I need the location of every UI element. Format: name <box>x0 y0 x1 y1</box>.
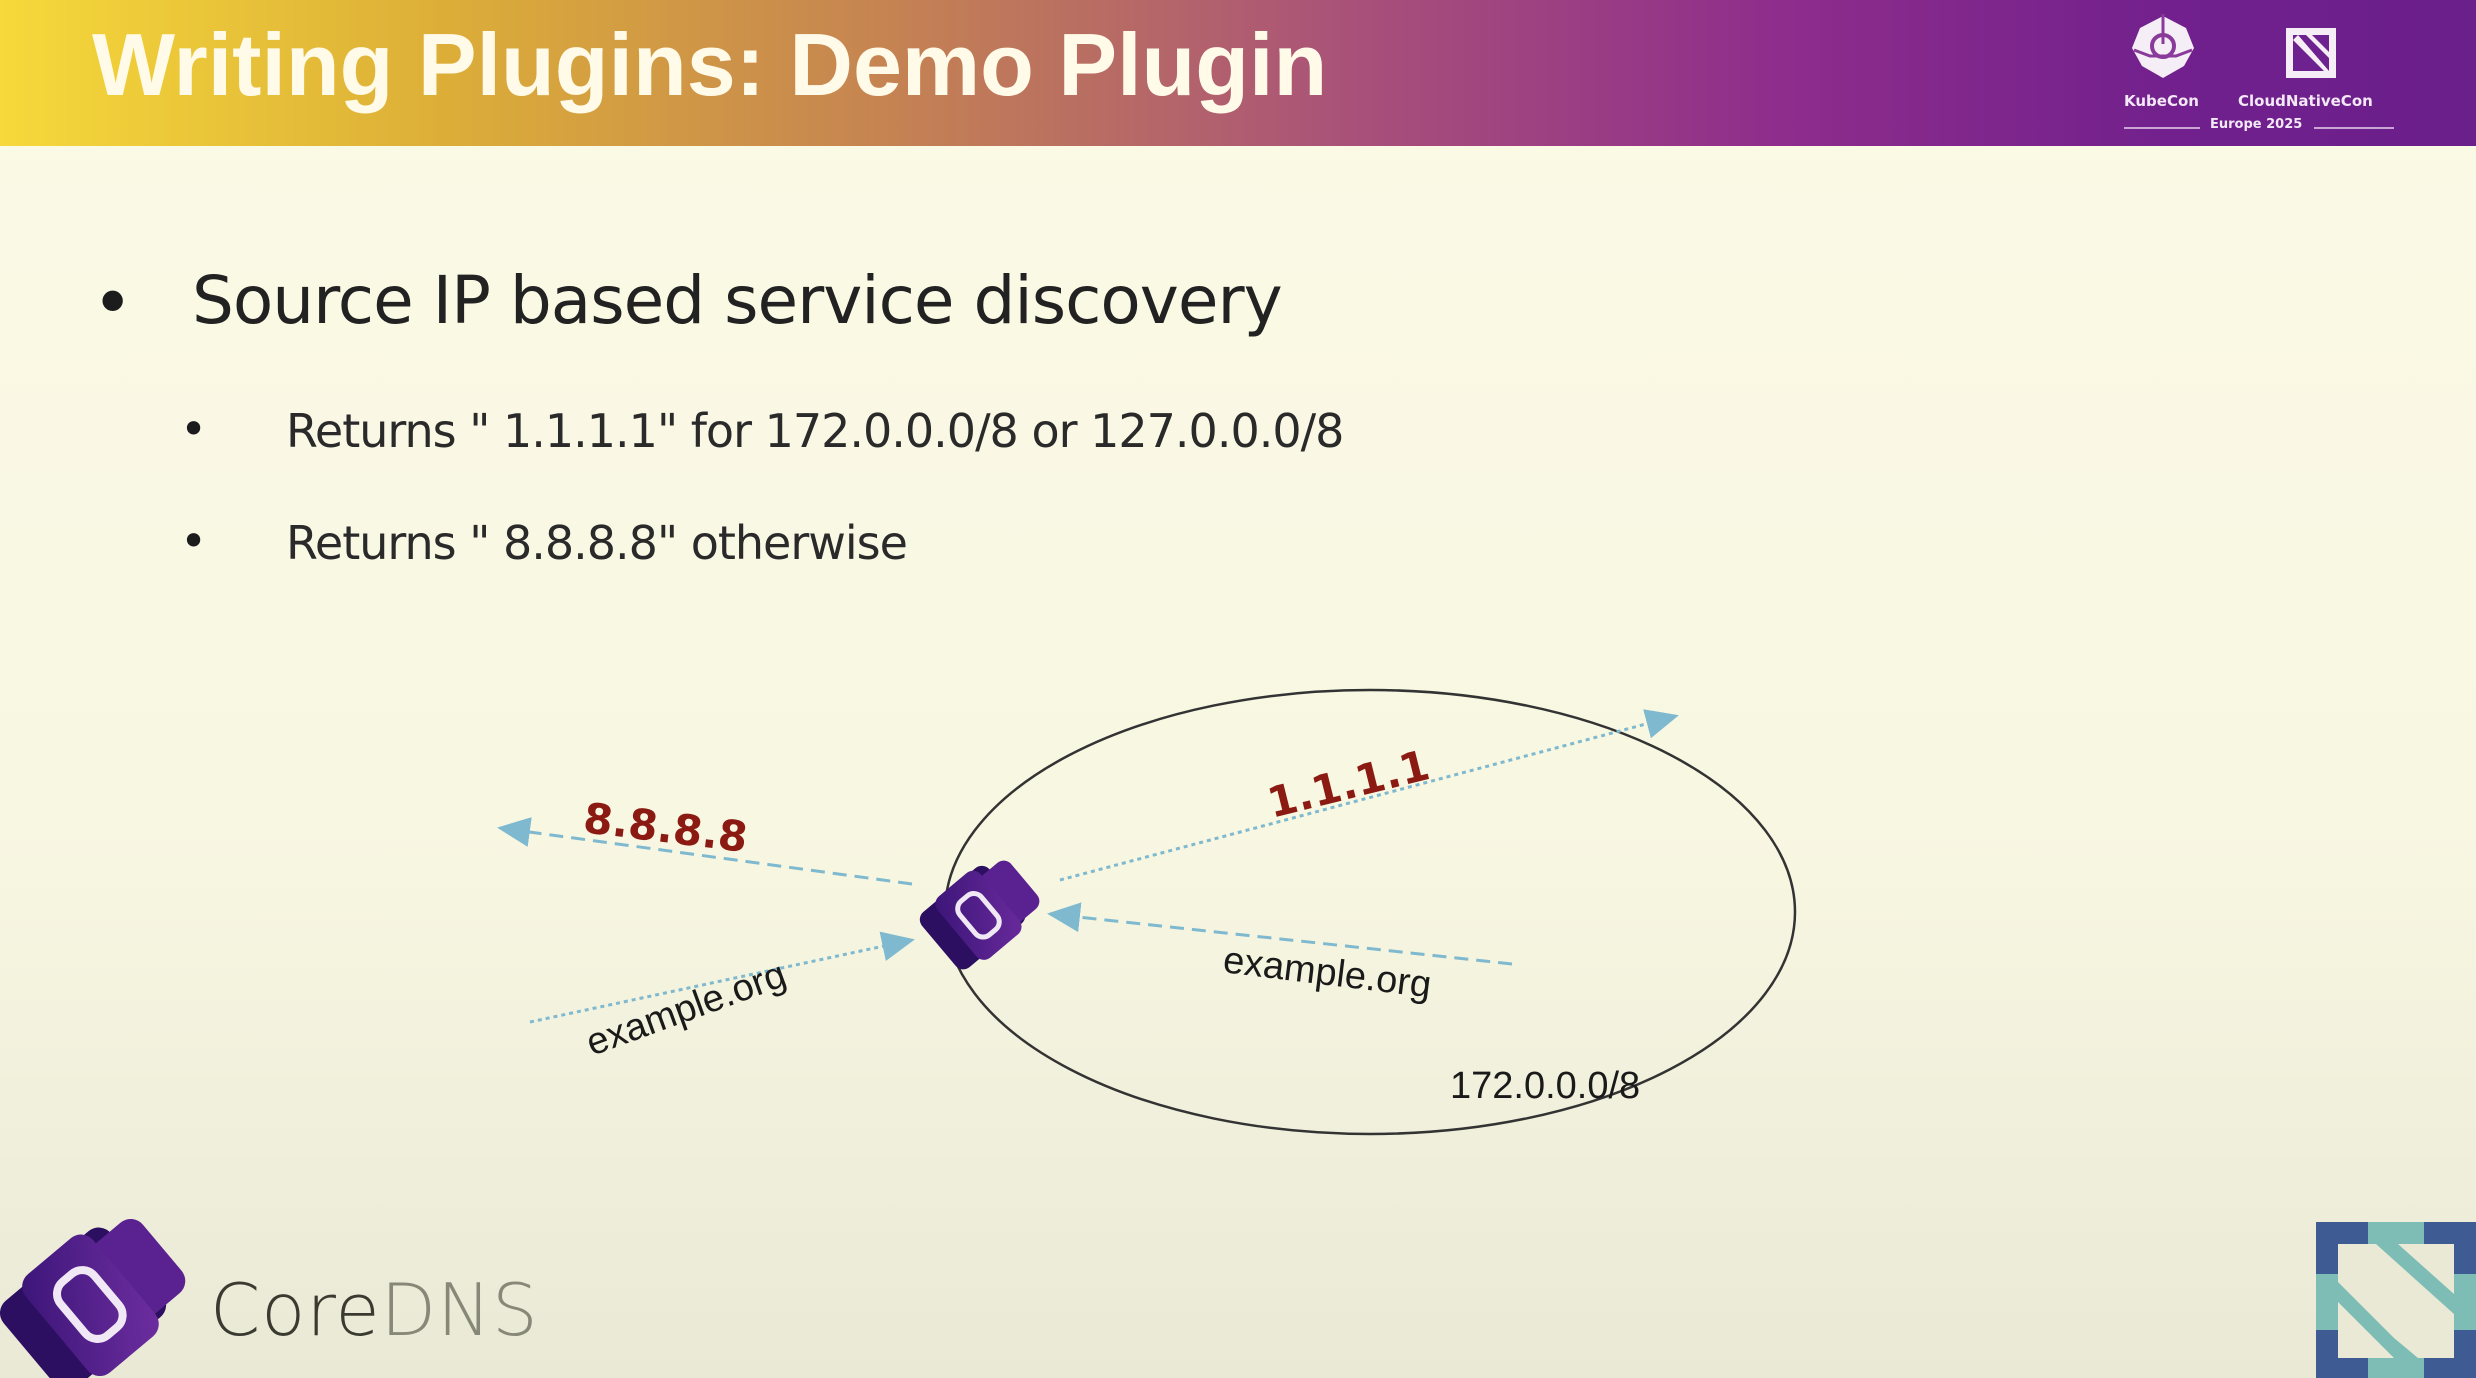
coredns-brand: CoreDNS <box>210 1268 539 1352</box>
arrow-answer-inside <box>1059 709 1679 882</box>
bullet-returns-1111: Returns " 1.1.1.1" for 172.0.0.0/8 or 12… <box>286 404 1344 458</box>
slide-header: Writing Plugins: Demo Plugin KubeCon Clo… <box>0 0 2476 146</box>
coredns-logo-icon <box>0 1218 186 1378</box>
bullet-source-ip-discovery: Source IP based service discovery <box>192 262 1283 339</box>
label-answer-outside: 8.8.8.8 <box>581 793 751 862</box>
edition-label: Europe 2025 <box>2210 117 2303 132</box>
slide-title: Writing Plugins: Demo Plugin <box>92 15 1328 114</box>
label-query-outside: example.org <box>581 953 792 1064</box>
cloudnativecon-label: CloudNativeCon <box>2238 92 2373 110</box>
edition-divider-right <box>2314 127 2394 129</box>
edition-divider-left <box>2124 127 2200 129</box>
bullet-marker: • <box>180 514 208 568</box>
cncf-logo-icon <box>2316 1222 2476 1378</box>
brand-core: Core <box>210 1268 381 1352</box>
arrow-answer-outside <box>497 817 913 886</box>
kubecon-icon <box>2132 14 2194 78</box>
bullet-returns-8888: Returns " 8.8.8.8" otherwise <box>286 516 908 570</box>
cloudnativecon-icon <box>2286 28 2336 78</box>
arrow-query-outside <box>529 931 915 1024</box>
label-query-inside: example.org <box>1221 939 1434 1006</box>
brand-dns: DNS <box>380 1268 539 1352</box>
label-subnet: 172.0.0.0/8 <box>1450 1065 1640 1107</box>
bullet-marker: • <box>92 262 134 344</box>
label-answer-inside: 1.1.1.1 <box>1263 740 1435 827</box>
conference-logos: KubeCon CloudNativeCon Europe 2025 <box>2110 10 2470 132</box>
arrow-query-inside <box>1047 902 1513 966</box>
kubecon-label: KubeCon <box>2124 92 2199 110</box>
coredns-node-icon <box>919 860 1040 970</box>
bullet-marker: • <box>180 402 208 456</box>
